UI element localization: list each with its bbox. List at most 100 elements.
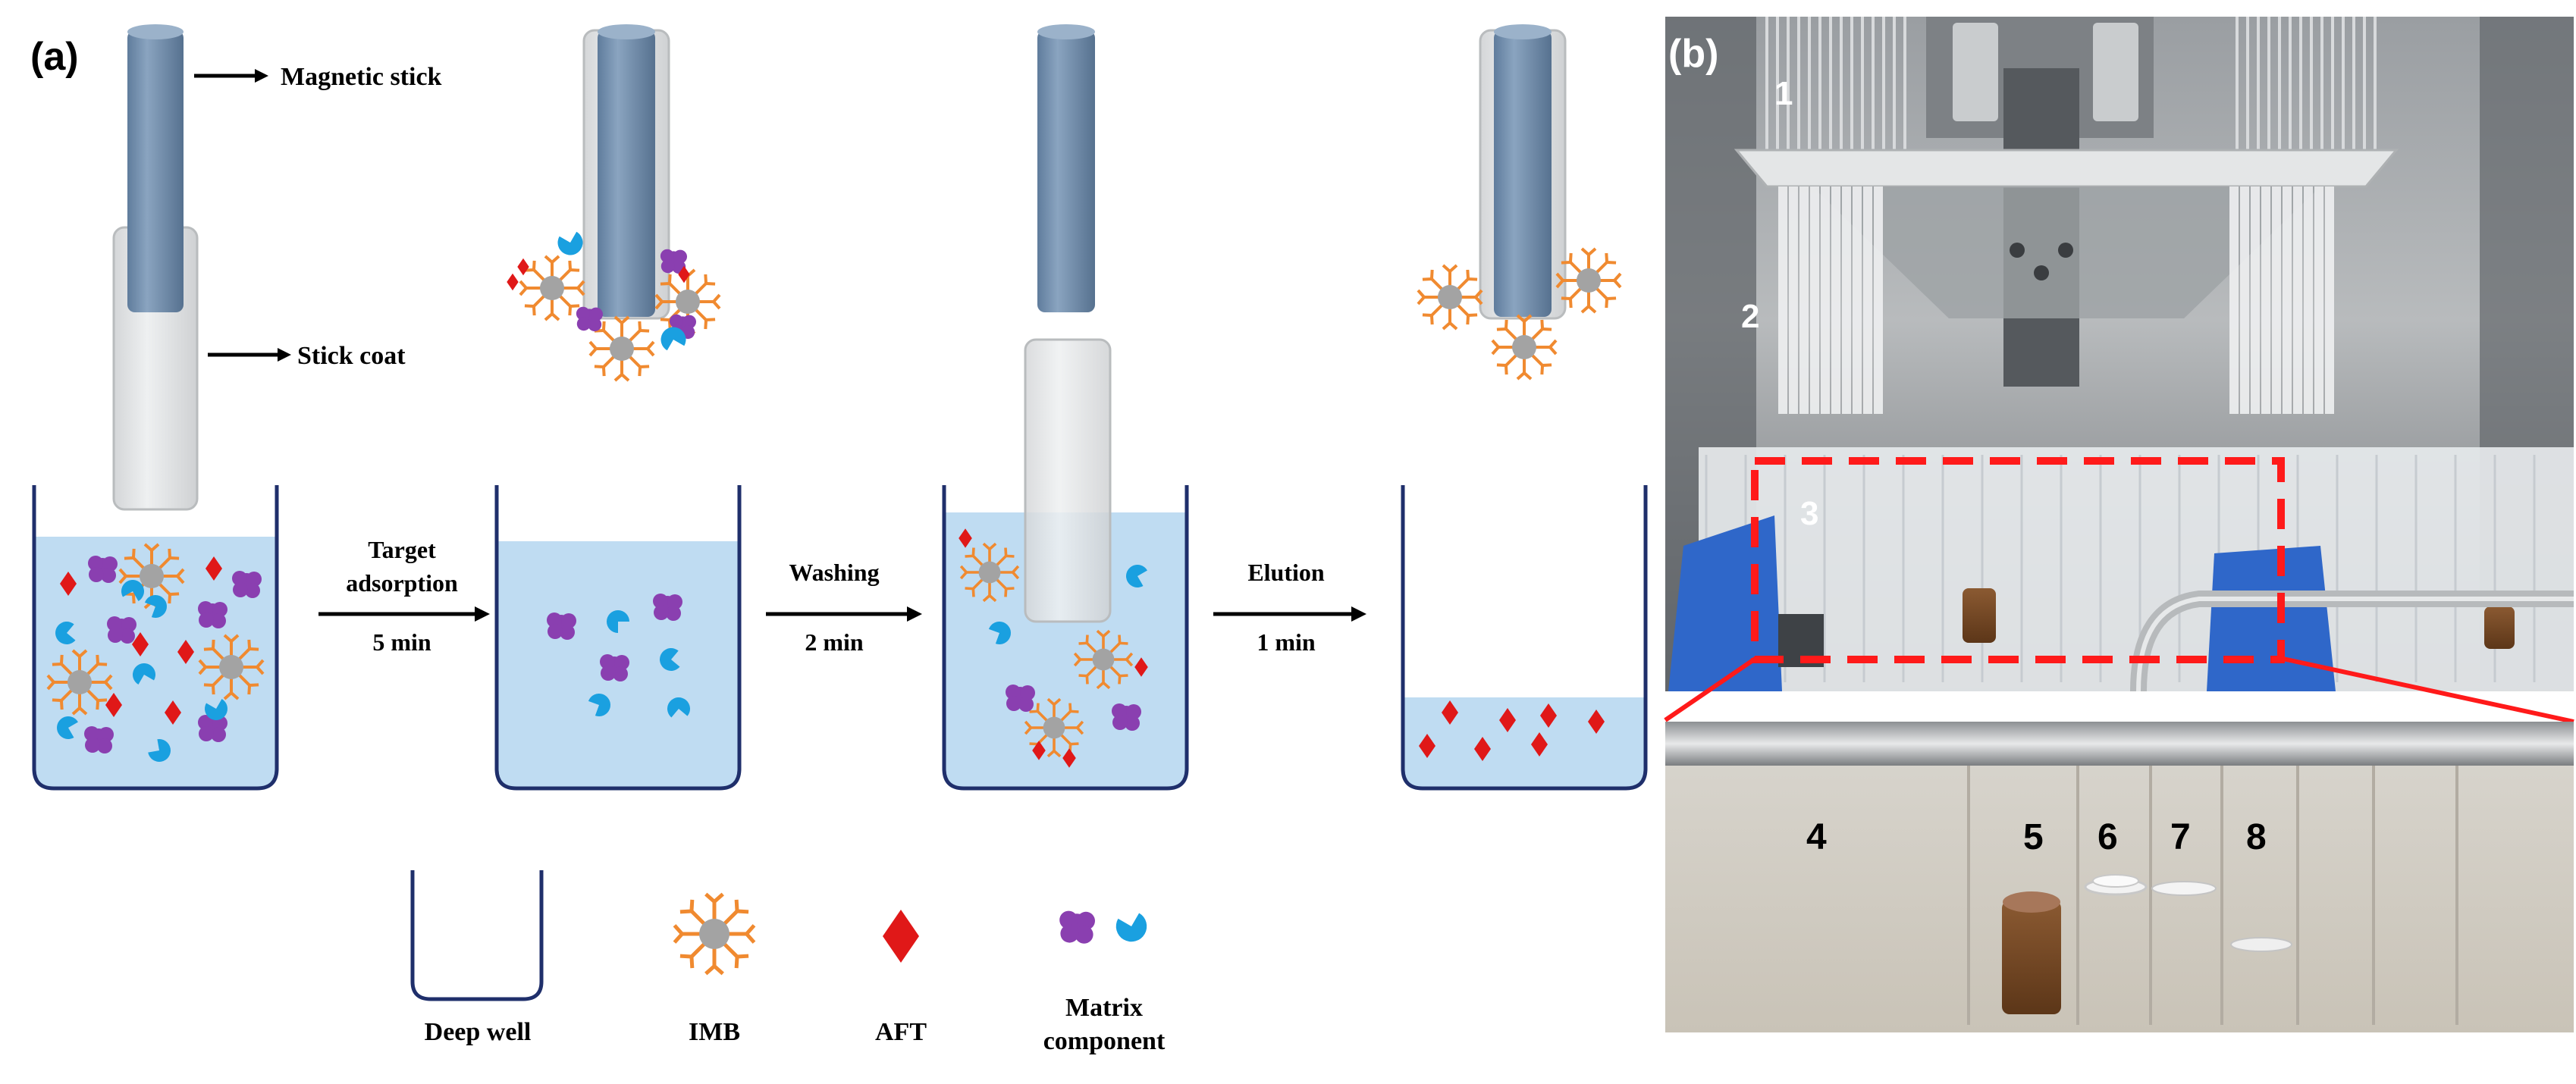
panel-a: (a) Magnetic stick Stick coat — [30, 24, 1648, 1055]
aft-molecule — [1032, 741, 1046, 760]
imb-fork — [745, 924, 756, 935]
matrix-blue-pac — [148, 739, 171, 762]
zoomed-wells — [1967, 766, 2458, 1025]
imb-fork — [1417, 296, 1426, 305]
imb-particle — [1491, 314, 1558, 381]
aft-molecule — [1531, 732, 1548, 757]
imb-fork — [71, 649, 81, 658]
blob-part — [101, 568, 116, 583]
blob-part — [1112, 703, 1127, 719]
imb-fork — [78, 649, 88, 658]
imb-fork — [736, 954, 749, 959]
step-target-adsorption: Target adsorption 5 min — [318, 536, 490, 656]
blob-part — [667, 594, 682, 609]
blob-part — [102, 556, 118, 572]
imb-arm — [1569, 261, 1583, 274]
imb-fork — [1605, 252, 1609, 263]
blob-part — [1020, 685, 1035, 700]
imb-fork — [588, 340, 598, 350]
imb-fork — [613, 373, 623, 382]
matrix-purple-blob — [547, 612, 576, 640]
imb-arm — [158, 556, 171, 570]
aft-molecule — [1134, 657, 1148, 677]
imb-fork — [104, 681, 113, 691]
imb-fork — [169, 556, 180, 560]
imb-fork — [712, 293, 721, 303]
imb-fork — [96, 654, 100, 665]
step-2-time: 2 min — [805, 628, 864, 656]
imb-core — [1438, 285, 1462, 309]
zoom-line-left — [1664, 656, 1758, 722]
imb-fork — [1102, 681, 1111, 690]
imb-arm — [1086, 642, 1098, 654]
imb-arm — [1430, 277, 1444, 291]
imb-fork — [1587, 305, 1597, 314]
stick-coat-callout: Stick coat — [297, 342, 406, 370]
imb-fork — [712, 300, 721, 310]
imb-fork — [1496, 327, 1507, 331]
imb-arm — [1504, 327, 1518, 341]
imb-fork — [551, 312, 560, 321]
arrow-3-head — [1351, 606, 1366, 622]
number-6: 6 — [2098, 817, 2118, 857]
imb-fork — [646, 347, 655, 357]
imb-fork — [118, 568, 127, 578]
tip — [2293, 186, 2302, 414]
aft-molecule — [177, 640, 194, 664]
imb-core — [1512, 335, 1536, 359]
magnetic-stick-2 — [598, 30, 655, 317]
matrix-purple-blob — [88, 556, 118, 583]
imb-arm — [532, 294, 546, 308]
blob-part — [198, 601, 213, 616]
imb-arm — [1456, 303, 1470, 317]
imb-core — [1043, 716, 1065, 739]
imb-particle — [46, 649, 113, 716]
aft-molecule — [1062, 748, 1076, 768]
imb-fork — [104, 674, 113, 684]
imb-fork — [713, 964, 724, 976]
imb-fork — [1516, 314, 1526, 323]
blob-part — [1006, 685, 1021, 700]
blob-part — [1112, 715, 1128, 730]
imb-fork — [1613, 279, 1622, 289]
tip — [1799, 186, 1809, 414]
imb-fork — [1523, 371, 1533, 381]
legend-aft-icon — [883, 910, 919, 963]
deep-well-1 — [32, 485, 279, 791]
imb-arm — [1059, 733, 1072, 745]
blob-part — [245, 583, 260, 598]
tip — [1831, 186, 1840, 414]
imb-arm — [722, 910, 739, 926]
imb-arm — [1569, 287, 1583, 300]
imb-arm — [212, 673, 225, 687]
legend: Deep well IMB AFT Matrix component — [410, 870, 1166, 1055]
legend-matrix-icons — [1059, 910, 1147, 944]
tip — [1778, 186, 1787, 414]
matrix-blue-pac — [660, 327, 686, 351]
imb-fork — [1555, 272, 1564, 282]
blob-part — [198, 715, 213, 730]
aft-molecule — [1588, 710, 1605, 734]
aft-molecule — [507, 273, 519, 291]
magnetic-stick-3 — [1037, 30, 1095, 312]
matrix-blue-pac — [56, 716, 78, 739]
blob-part — [97, 738, 112, 753]
imb-arm — [60, 663, 74, 676]
imb-arm — [1530, 327, 1544, 341]
imb-fork — [1491, 346, 1500, 356]
imb-fork — [1548, 346, 1558, 356]
magnetic-stick-1-top — [127, 24, 184, 39]
imb-fork — [1504, 365, 1508, 375]
magnetic-stick-4 — [1494, 30, 1552, 317]
matrix-purple-blob — [84, 726, 114, 753]
panel-b: (b) 1 2 3 4 5 6 7 8 — [1664, 17, 2574, 1032]
blob-part — [1018, 697, 1034, 712]
imb-arm — [237, 647, 251, 661]
imb-fork — [1024, 720, 1032, 729]
imb-fork — [544, 312, 554, 321]
imb-fork — [704, 892, 716, 904]
blob-part — [653, 594, 668, 609]
matrix-blue-pac — [988, 622, 1011, 644]
imb-fork — [1417, 289, 1426, 299]
imb-fork — [1046, 750, 1056, 758]
